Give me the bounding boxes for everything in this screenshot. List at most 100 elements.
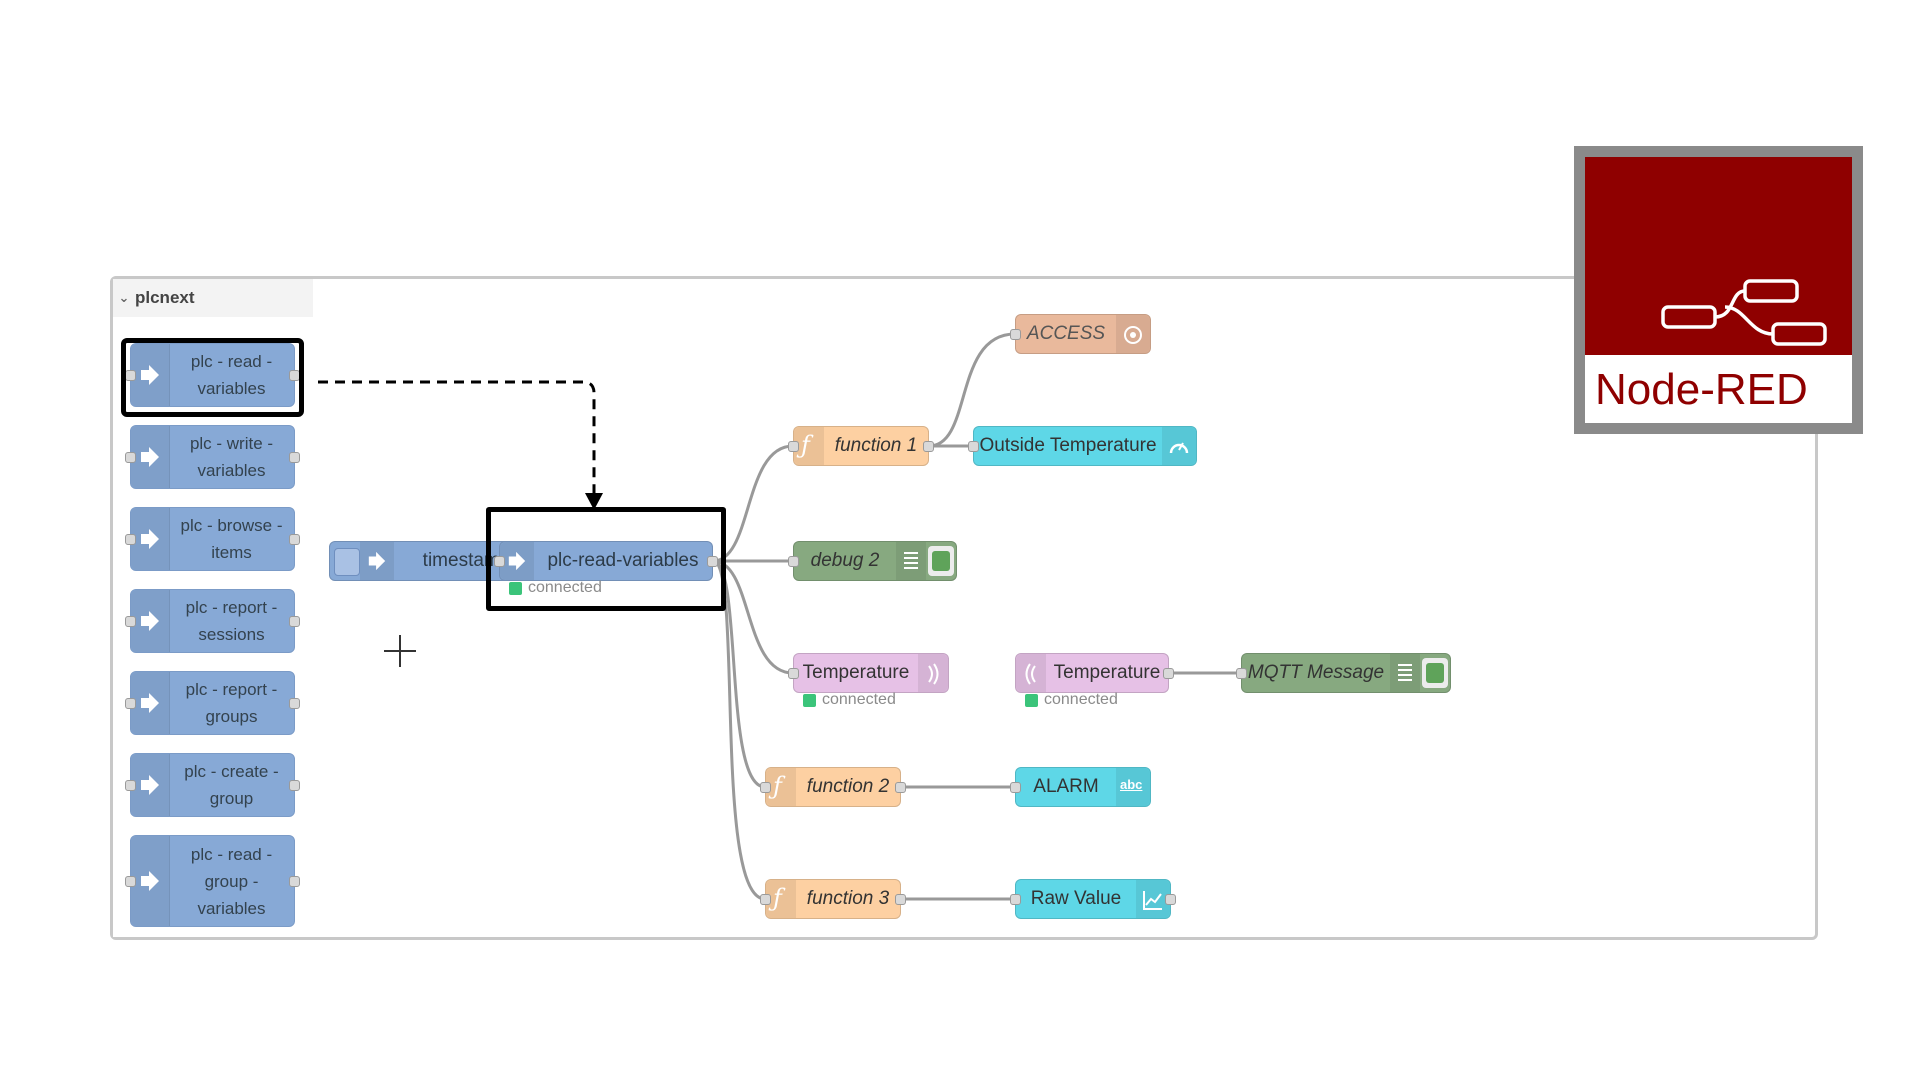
node-label: ALARM xyxy=(1033,776,1099,797)
palette-category-header[interactable]: ⌄ plcnext xyxy=(113,279,313,317)
palette-node-plc-report-groups[interactable]: plc - report - groups xyxy=(125,671,300,735)
input-port[interactable] xyxy=(788,556,799,567)
node-label: debug 2 xyxy=(810,550,880,571)
plc-read-status: connected xyxy=(509,579,602,597)
palette-selection-highlight xyxy=(121,338,304,417)
output-port[interactable] xyxy=(289,452,300,463)
output-port[interactable] xyxy=(289,698,300,709)
status-text: connected xyxy=(1044,691,1118,708)
gauge-icon xyxy=(1162,427,1196,465)
input-port[interactable] xyxy=(760,782,771,793)
status-dot-icon xyxy=(803,693,816,707)
flow-workspace[interactable]: ⌄ plcnext plc - read - variables plc - w… xyxy=(110,276,1818,940)
input-port[interactable] xyxy=(125,698,136,709)
palette-node-plc-write-variables[interactable]: plc - write - variables xyxy=(125,425,300,489)
input-port[interactable] xyxy=(1010,329,1021,340)
inject-button[interactable] xyxy=(334,548,360,576)
node-label: Raw Value xyxy=(1030,888,1122,909)
function-node-2[interactable]: ƒ function 2 xyxy=(760,767,906,807)
output-port[interactable] xyxy=(895,782,906,793)
alarm-text-node[interactable]: ALARM abc xyxy=(1010,767,1151,807)
output-port[interactable] xyxy=(289,780,300,791)
status-text: connected xyxy=(822,691,896,708)
input-port[interactable] xyxy=(1236,668,1247,679)
node-label: function 3 xyxy=(806,888,890,909)
arrow-right-icon xyxy=(500,542,534,580)
input-port[interactable] xyxy=(125,534,136,545)
arrow-right-icon xyxy=(131,344,170,406)
arrow-right-icon xyxy=(360,542,394,580)
function-node-3[interactable]: ƒ function 3 xyxy=(760,879,906,919)
list-icon xyxy=(896,542,926,580)
palette-node-plc-read-variables[interactable]: plc - read - variables xyxy=(125,343,300,407)
chevron-down-icon[interactable]: ⌄ xyxy=(118,290,130,305)
output-port[interactable] xyxy=(895,894,906,905)
output-port[interactable] xyxy=(707,556,718,567)
node-label: MQTT Message xyxy=(1247,662,1385,683)
arrow-right-icon xyxy=(131,590,170,652)
access-node[interactable]: ACCESS xyxy=(1010,314,1151,354)
status-dot-icon xyxy=(509,581,522,595)
node-label: function 2 xyxy=(806,776,890,797)
input-port[interactable] xyxy=(968,441,979,452)
node-label: ACCESS xyxy=(1026,323,1106,344)
debug-node-2[interactable]: debug 2 xyxy=(788,541,957,581)
node-label: plc-read-variables xyxy=(547,550,699,571)
mqtt-in-temperature-node[interactable]: Temperature xyxy=(1015,653,1174,693)
palette-node-label: plc - write - variables xyxy=(189,434,274,480)
arrow-right-icon xyxy=(131,508,170,570)
list-icon xyxy=(1390,654,1420,692)
node-red-logo-text: Node-RED xyxy=(1595,365,1808,414)
output-port[interactable] xyxy=(923,441,934,452)
palette-node-plc-read-group-variables[interactable]: plc - read - group - variables xyxy=(125,835,300,927)
status-dot-icon xyxy=(1025,693,1038,707)
palette-node-label: plc - report - groups xyxy=(185,680,278,726)
function-node-1[interactable]: ƒ function 1 xyxy=(788,426,934,466)
flow-wires xyxy=(250,332,1241,901)
mqtt-in-status: connected xyxy=(1025,691,1118,709)
input-port[interactable] xyxy=(1010,894,1021,905)
palette-node-plc-report-sessions[interactable]: plc - report - sessions xyxy=(125,589,300,653)
plc-read-variables-node[interactable]: plc-read-variables xyxy=(494,541,718,581)
palette-node-label: plc - read - group - variables xyxy=(190,844,273,918)
palette-node-plc-create-group[interactable]: plc - create - group xyxy=(125,753,300,817)
debug-toggle-button[interactable] xyxy=(928,546,954,576)
node-label: Temperature xyxy=(802,662,910,683)
node-label: function 1 xyxy=(834,435,918,456)
arrow-right-icon xyxy=(131,672,170,734)
input-port[interactable] xyxy=(760,894,771,905)
node-label: Temperature xyxy=(1053,662,1161,683)
output-port[interactable] xyxy=(1165,894,1176,905)
output-port[interactable] xyxy=(289,534,300,545)
debug-toggle-button[interactable] xyxy=(1422,658,1448,688)
palette-node-label: plc - read - variables xyxy=(190,352,273,398)
function-icon: ƒ xyxy=(766,880,796,918)
annotation-arrowhead xyxy=(585,493,603,510)
palette-node-label: plc - create - group xyxy=(184,762,279,808)
chart-line-icon xyxy=(1136,880,1170,918)
output-port[interactable] xyxy=(289,876,300,887)
arrow-right-icon xyxy=(131,754,170,816)
mqtt-out-status: connected xyxy=(803,691,896,709)
mqtt-out-temperature-node[interactable]: Temperature xyxy=(788,653,949,693)
output-port[interactable] xyxy=(1163,668,1174,679)
raw-value-chart-node[interactable]: Raw Value xyxy=(1010,879,1176,919)
function-icon: ƒ xyxy=(766,768,796,806)
outside-temperature-gauge-node[interactable]: Outside Temperature xyxy=(968,426,1197,466)
annotation-dashed-arrow xyxy=(250,380,596,497)
input-port[interactable] xyxy=(1010,782,1021,793)
debug-node-mqtt-message[interactable]: MQTT Message xyxy=(1236,653,1451,693)
input-port[interactable] xyxy=(125,616,136,627)
input-port[interactable] xyxy=(125,452,136,463)
input-port[interactable] xyxy=(788,668,799,679)
node-red-logo: Node-RED xyxy=(1574,146,1863,434)
palette-node-plc-browse-items[interactable]: plc - browse - items xyxy=(125,507,300,571)
output-port[interactable] xyxy=(289,616,300,627)
broadcast-icon xyxy=(1016,654,1046,692)
input-port[interactable] xyxy=(125,780,136,791)
node-label: Outside Temperature xyxy=(979,435,1157,456)
input-port[interactable] xyxy=(788,441,799,452)
input-port[interactable] xyxy=(125,876,136,887)
input-port[interactable] xyxy=(494,556,505,567)
crosshair-cursor-icon xyxy=(384,635,416,667)
